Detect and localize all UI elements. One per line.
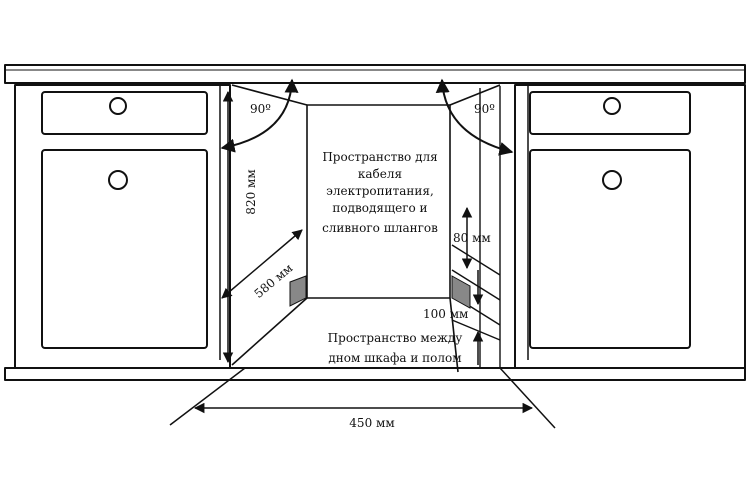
gap-bottom-label: 100 мм (423, 307, 468, 321)
right-door-knob (602, 170, 622, 190)
height-label: 820 мм (244, 169, 258, 214)
svg-text:Пространство для: Пространство для (322, 150, 437, 164)
width-extension-left (169, 367, 246, 426)
countertop (4, 64, 746, 84)
left-door (41, 149, 208, 349)
angle-left-label: 90º (250, 102, 271, 116)
left-drawer (41, 91, 208, 135)
left-angle-arc (220, 78, 299, 153)
svg-text:Пространство между: Пространство между (328, 331, 463, 345)
right-drawer (529, 91, 691, 135)
right-shade-block (451, 275, 471, 309)
svg-text:кабеля: кабеля (358, 167, 402, 181)
svg-text:сливного шлангов: сливного шлангов (322, 221, 438, 235)
right-cabinet (514, 84, 746, 369)
plinth (4, 367, 746, 381)
width-extension-right (499, 367, 556, 429)
width-label: 450 мм (349, 416, 394, 430)
left-cabinet (14, 84, 231, 369)
gap-top-label: 80 мм (453, 231, 491, 245)
svg-text:дном шкафа и полом: дном шкафа и полом (328, 351, 461, 365)
left-door-knob (108, 170, 128, 190)
depth-dimension (221, 229, 303, 299)
left-drawer-knob (109, 97, 127, 115)
space-floor-label: Пространство между дном шкафа и полом (328, 331, 463, 365)
svg-text:подводящего и: подводящего и (332, 201, 427, 215)
svg-text:электропитания,: электропитания, (326, 184, 434, 198)
right-angle-arc (435, 78, 514, 156)
space-cables-label: Пространство для кабеля электропитания, … (322, 150, 438, 235)
right-door (529, 149, 691, 349)
angle-right-label: 90º (474, 102, 495, 116)
right-drawer-knob (603, 97, 621, 115)
side-panel (451, 86, 501, 368)
